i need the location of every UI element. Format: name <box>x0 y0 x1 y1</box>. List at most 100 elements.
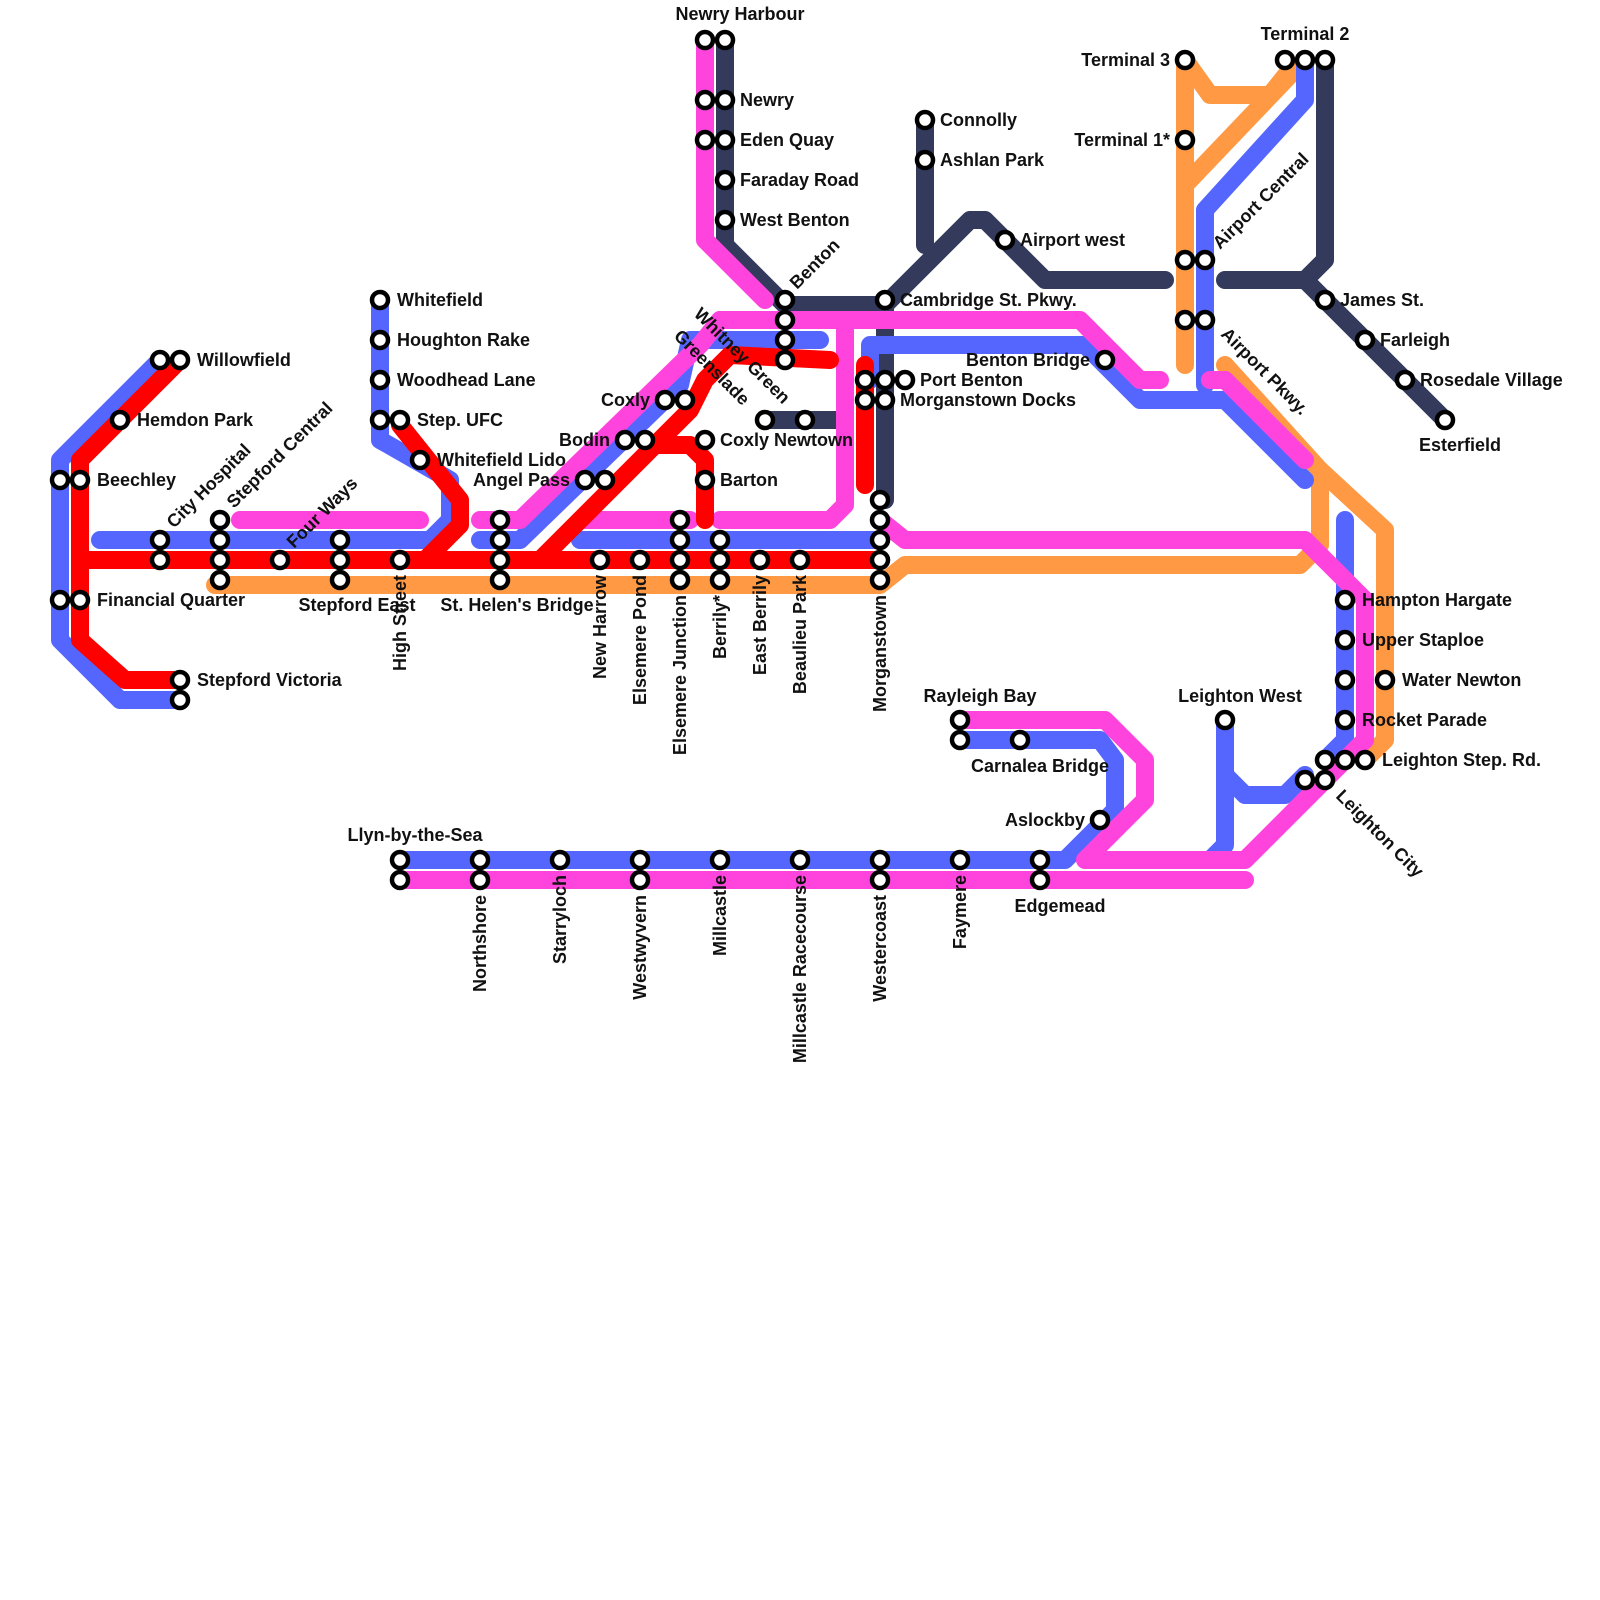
station-morganstown-docks-navy[interactable] <box>874 389 896 411</box>
station-st-helens-bridge-4[interactable] <box>489 569 511 591</box>
station-newry-navy[interactable] <box>714 89 736 111</box>
station-four-ways[interactable] <box>269 549 291 571</box>
station-millcastle[interactable] <box>709 849 731 871</box>
station-morganstown-docks-red[interactable] <box>854 389 876 411</box>
station-east-berrily[interactable] <box>749 549 771 571</box>
station-benton-2[interactable] <box>774 309 796 331</box>
station-stepford-central-4[interactable] <box>209 569 231 591</box>
station-benton-3[interactable] <box>774 329 796 351</box>
station-west-benton[interactable] <box>714 209 736 231</box>
station-houghton-rake[interactable] <box>369 329 391 351</box>
station-terminal-2-blue[interactable] <box>1294 49 1316 71</box>
station-port-benton-blue[interactable] <box>894 369 916 391</box>
station-leighton-city-1[interactable] <box>1294 769 1316 791</box>
station-step-ufc-blue[interactable] <box>369 409 391 431</box>
station-newry-harbour-pink[interactable] <box>694 29 716 51</box>
station-westwyvern-pink[interactable] <box>629 869 651 891</box>
station-beaulieu-park[interactable] <box>789 549 811 571</box>
station-carnalea-bridge[interactable] <box>1009 729 1031 751</box>
station-angel-pass-red[interactable] <box>594 469 616 491</box>
station-willowfield-blue[interactable] <box>149 349 171 371</box>
station-woodhead-lane[interactable] <box>369 369 391 391</box>
station-whitefield[interactable] <box>369 289 391 311</box>
station-beechley-blue[interactable] <box>49 469 71 491</box>
station-rocket-parade[interactable] <box>1334 709 1356 731</box>
station-aslockby[interactable] <box>1089 809 1111 831</box>
station-port-benton-red[interactable] <box>854 369 876 391</box>
station-stepford-central-3[interactable] <box>209 549 231 571</box>
station-morganstown-5[interactable] <box>869 569 891 591</box>
station-willowfield-red[interactable] <box>169 349 191 371</box>
station-st-helens-bridge-3[interactable] <box>489 549 511 571</box>
station-terminal-3[interactable] <box>1174 49 1196 71</box>
station-rayleigh-bay-blue[interactable] <box>949 729 971 751</box>
station-airport-pkwy-orange[interactable] <box>1174 309 1196 331</box>
station-westercoast-blue[interactable] <box>869 849 891 871</box>
station-coxly-red[interactable] <box>654 389 676 411</box>
station-eden-quay-navy[interactable] <box>714 129 736 151</box>
station-starryloch[interactable] <box>549 849 571 871</box>
station-terminal-1[interactable] <box>1174 129 1196 151</box>
station-elsemere-junction-1[interactable] <box>669 509 691 531</box>
station-edgemead-blue[interactable] <box>1029 849 1051 871</box>
station-james-st[interactable] <box>1314 289 1336 311</box>
station-stepford-victoria-blue[interactable] <box>169 689 191 711</box>
station-financial-quarter-blue[interactable] <box>49 589 71 611</box>
station-st-helens-bridge-2[interactable] <box>489 529 511 551</box>
station-morganstown-4[interactable] <box>869 549 891 571</box>
station-llyn-by-the-sea-blue[interactable] <box>389 849 411 871</box>
station-morganstown-1[interactable] <box>869 489 891 511</box>
station-morganstown-3[interactable] <box>869 529 891 551</box>
station-elsemere-pond[interactable] <box>629 549 651 571</box>
station-westercoast-pink[interactable] <box>869 869 891 891</box>
station-financial-quarter-red[interactable] <box>69 589 91 611</box>
station-stepford-east-3[interactable] <box>329 569 351 591</box>
station-elsemere-junction-2[interactable] <box>669 529 691 551</box>
station-morganstown-2[interactable] <box>869 509 891 531</box>
station-newry-harbour-navy[interactable] <box>714 29 736 51</box>
station-hemdon-park[interactable] <box>109 409 131 431</box>
station-stepford-victoria-red[interactable] <box>169 669 191 691</box>
station-elsemere-junction-3[interactable] <box>669 549 691 571</box>
station-stepford-east-2[interactable] <box>329 549 351 571</box>
station-stepford-central-2[interactable] <box>209 529 231 551</box>
station-leighton-step-rd-2[interactable] <box>1334 749 1356 771</box>
station-bodin-red[interactable] <box>634 429 656 451</box>
station-newry-pink[interactable] <box>694 89 716 111</box>
station-berrily-2[interactable] <box>709 549 731 571</box>
station-airport-west[interactable] <box>994 229 1016 251</box>
station-city-hospital-red[interactable] <box>149 549 171 571</box>
station-leighton-step-rd-3[interactable] <box>1354 749 1376 771</box>
station-high-street[interactable] <box>389 549 411 571</box>
station-esterfield[interactable] <box>1434 409 1456 431</box>
station-rayleigh-bay-pink[interactable] <box>949 709 971 731</box>
station-leighton-city-2[interactable] <box>1314 769 1336 791</box>
station-upper-staploe[interactable] <box>1334 629 1356 651</box>
station-connolly[interactable] <box>914 109 936 131</box>
station-terminal-2-orange[interactable] <box>1274 49 1296 71</box>
station-leighton-step-rd-1[interactable] <box>1314 749 1336 771</box>
station-cambridge-st-pkwy[interactable] <box>874 289 896 311</box>
station-beechley-red[interactable] <box>69 469 91 491</box>
station-berrily-3[interactable] <box>709 569 731 591</box>
station-new-harrow[interactable] <box>589 549 611 571</box>
station-greenslade[interactable] <box>754 409 776 431</box>
station-northshore-blue[interactable] <box>469 849 491 871</box>
station-whitney-green[interactable] <box>794 409 816 431</box>
station-benton-1[interactable] <box>774 289 796 311</box>
station-airport-pkwy-blue[interactable] <box>1194 309 1216 331</box>
station-eden-quay-pink[interactable] <box>694 129 716 151</box>
station-whitefield-lido[interactable] <box>409 449 431 471</box>
station-llyn-by-the-sea-pink[interactable] <box>389 869 411 891</box>
station-step-ufc-red[interactable] <box>389 409 411 431</box>
station-coxly-newtown[interactable] <box>694 429 716 451</box>
station-farleigh[interactable] <box>1354 329 1376 351</box>
station-hampton-hargate[interactable] <box>1334 589 1356 611</box>
station-port-benton-navy[interactable] <box>874 369 896 391</box>
station-barton[interactable] <box>694 469 716 491</box>
station-angel-pass-pink[interactable] <box>574 469 596 491</box>
station-northshore-pink[interactable] <box>469 869 491 891</box>
station-benton-4[interactable] <box>774 349 796 371</box>
station-millcastle-racecourse[interactable] <box>789 849 811 871</box>
station-berrily-1[interactable] <box>709 529 731 551</box>
